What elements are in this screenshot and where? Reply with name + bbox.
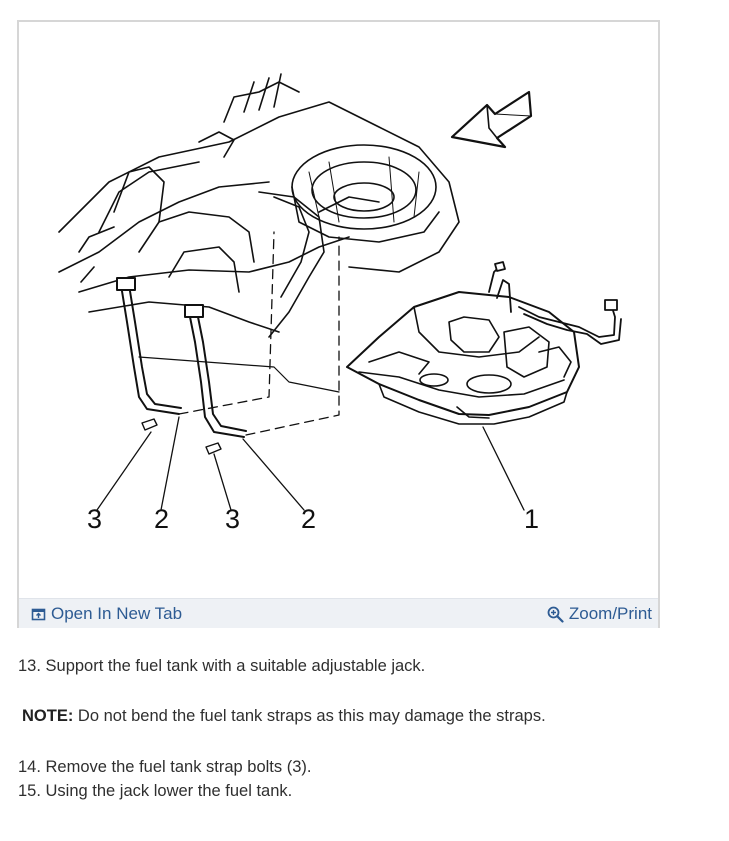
fuel-tank: [346, 291, 580, 425]
callout-leaders: [96, 416, 525, 511]
open-in-new-tab-button[interactable]: Open In New Tab: [31, 603, 182, 625]
note-body: Do not bend the fuel tank straps as this…: [73, 707, 546, 725]
note-label: NOTE:: [22, 707, 74, 725]
step-15-text: 15. Using the jack lower the fuel tank.: [18, 782, 293, 800]
step-14-text: 14. Remove the fuel tank strap bolts (3)…: [18, 758, 312, 776]
zoom-print-label: Zoom/Print: [568, 604, 652, 623]
fuel-tank-illustration: 3 2 3 2 1: [58, 73, 622, 534]
figure-toolbar: Open In New Tab Zoom/Print: [19, 598, 658, 628]
callout-label: 3: [87, 504, 102, 534]
fuel-tank-diagram: 3 2 3 2 1: [19, 22, 658, 596]
direction-arrow-icon: [450, 90, 533, 149]
callout-label: 3: [225, 504, 240, 534]
spare-tire-well: [291, 144, 440, 243]
figure-card: 3 2 3 2 1 Open In New Tab: [17, 20, 660, 628]
fuel-tank-wiring: [488, 261, 622, 345]
callout-label: 2: [301, 504, 316, 534]
callout-labels: 3 2 3 2 1: [87, 504, 539, 534]
zoom-print-button[interactable]: Zoom/Print: [547, 603, 652, 625]
open-in-new-tab-icon: [31, 607, 46, 622]
note-paragraph: NOTE: Do not bend the fuel tank straps a…: [22, 707, 546, 726]
callout-label: 1: [524, 504, 539, 534]
strap-bolt-icon: [141, 418, 222, 455]
vehicle-underbody: [58, 73, 460, 338]
alignment-lines: [178, 231, 340, 436]
magnifier-zoom-icon: [547, 606, 564, 623]
fuel-tank-straps: [116, 277, 247, 438]
open-in-new-tab-label: Open In New Tab: [51, 604, 183, 623]
callout-label: 2: [154, 504, 169, 534]
step-13-text: 13. Support the fuel tank with a suitabl…: [18, 657, 426, 675]
